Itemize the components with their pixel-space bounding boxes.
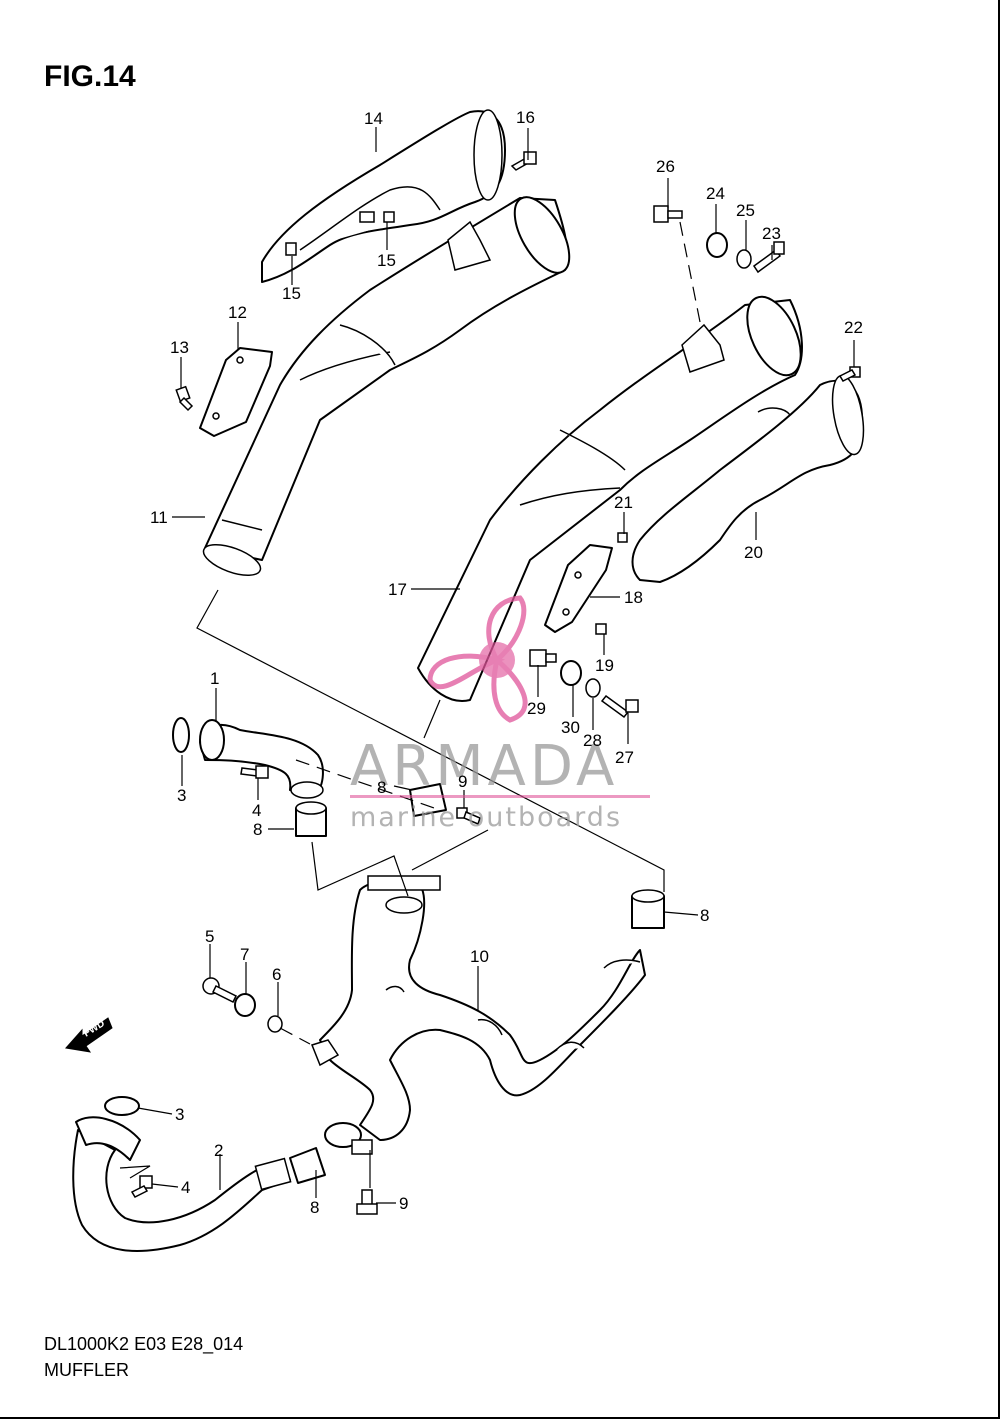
clamp bbox=[324, 1122, 373, 1155]
part-7-rubber bbox=[234, 993, 256, 1017]
callout-15-left: 15 bbox=[282, 284, 301, 303]
callout-23: 23 bbox=[762, 224, 781, 243]
callout-5: 5 bbox=[205, 927, 214, 946]
figure-title: FIG.14 bbox=[44, 60, 136, 93]
callout-labels: 1 2 3 3 4 4 5 6 7 8 8 8 8 9 9 10 11 12 1… bbox=[150, 108, 863, 1217]
part-17-right-muffler bbox=[417, 295, 803, 702]
part-13-bolt bbox=[175, 385, 194, 412]
part-8-connector-lower bbox=[289, 1147, 326, 1184]
figure-caption: MUFFLER bbox=[44, 1360, 129, 1380]
callout-8-lower: 8 bbox=[310, 1198, 319, 1217]
callout-7: 7 bbox=[240, 945, 249, 964]
part-20-right-muffler-cover bbox=[631, 374, 865, 583]
part-11-left-muffler bbox=[202, 196, 571, 576]
part-18-bracket bbox=[544, 544, 613, 633]
part-9-bolt-upper bbox=[456, 807, 481, 826]
callout-15-right: 15 bbox=[377, 251, 396, 270]
part-3-gasket-lower bbox=[104, 1096, 140, 1116]
callout-4-upper: 4 bbox=[252, 801, 261, 820]
part-28-washer bbox=[585, 678, 601, 698]
part-8-connector-middle bbox=[409, 783, 447, 817]
part-26-bolt bbox=[653, 205, 683, 223]
part-30-rubber bbox=[560, 660, 582, 686]
part-24-rubber bbox=[706, 232, 728, 258]
part-3-gasket-upper bbox=[172, 717, 190, 753]
part-4-bolt-upper bbox=[240, 765, 269, 779]
part-8-connector-right bbox=[631, 889, 665, 929]
callout-8-middle: 8 bbox=[377, 778, 386, 797]
part-4-bolt-lower bbox=[130, 1175, 153, 1198]
callout-17: 17 bbox=[388, 580, 407, 599]
watermark-propeller-icon bbox=[427, 595, 528, 723]
figure-code: DL1000K2 E03 E28_014 bbox=[44, 1334, 244, 1354]
callout-24: 24 bbox=[706, 184, 725, 203]
callout-28: 28 bbox=[583, 731, 602, 750]
watermark-tagline: marine outboards bbox=[350, 802, 622, 833]
part-29-bolt bbox=[529, 649, 557, 667]
callout-19: 19 bbox=[595, 656, 614, 675]
part-23-bolt bbox=[752, 241, 785, 274]
part-12-bracket bbox=[199, 347, 273, 437]
assembly-lines bbox=[119, 589, 665, 1188]
callout-8-right: 8 bbox=[700, 906, 709, 925]
callout-11: 11 bbox=[150, 508, 168, 527]
callout-3-upper: 3 bbox=[177, 786, 186, 805]
callout-27: 27 bbox=[615, 748, 634, 767]
callout-25: 25 bbox=[736, 201, 755, 220]
callout-16: 16 bbox=[516, 108, 535, 127]
part-6-washer bbox=[267, 1015, 283, 1033]
alignment-dash-lines bbox=[279, 221, 701, 1045]
part-21-nut bbox=[617, 532, 628, 543]
part-8-connector-upper bbox=[295, 801, 327, 837]
part-16-bolt bbox=[510, 151, 537, 171]
callout-leaders bbox=[137, 127, 855, 1204]
part-9-bolt-lower bbox=[356, 1189, 378, 1215]
callout-13: 13 bbox=[170, 338, 189, 357]
part-27-bolt bbox=[600, 694, 639, 719]
callout-2: 2 bbox=[214, 1141, 223, 1160]
part-25-washer bbox=[736, 249, 752, 269]
part-15-clip bbox=[285, 211, 395, 256]
callout-1: 1 bbox=[210, 669, 219, 688]
part-19-bolt bbox=[595, 623, 607, 635]
part-1-exhaust-pipe bbox=[199, 719, 324, 799]
part-5-bolt bbox=[202, 977, 238, 1004]
callout-30: 30 bbox=[561, 718, 580, 737]
callout-4-lower: 4 bbox=[181, 1178, 190, 1197]
callout-20: 20 bbox=[744, 543, 763, 562]
callout-3-lower: 3 bbox=[175, 1105, 184, 1124]
callout-14: 14 bbox=[364, 109, 383, 128]
callout-29: 29 bbox=[527, 699, 546, 718]
fwd-arrow-icon: FWD bbox=[65, 1017, 113, 1053]
callout-12: 12 bbox=[228, 303, 247, 322]
callout-26: 26 bbox=[656, 157, 675, 176]
callout-9-upper: 9 bbox=[458, 772, 467, 791]
callout-22: 22 bbox=[844, 318, 863, 337]
callout-18: 18 bbox=[624, 588, 643, 607]
part-10-exhaust-chamber bbox=[311, 875, 646, 1141]
callout-8-upper: 8 bbox=[253, 820, 262, 839]
part-2-exhaust-pipe bbox=[72, 1116, 292, 1252]
part-22-bolt bbox=[838, 366, 861, 382]
callout-21: 21 bbox=[614, 493, 633, 512]
callout-10: 10 bbox=[470, 947, 489, 966]
callout-6: 6 bbox=[272, 965, 281, 984]
callout-9-lower: 9 bbox=[399, 1194, 408, 1213]
watermark-brand: ARMADA bbox=[350, 734, 618, 799]
watermark: ARMADA marine outboards bbox=[350, 595, 650, 833]
